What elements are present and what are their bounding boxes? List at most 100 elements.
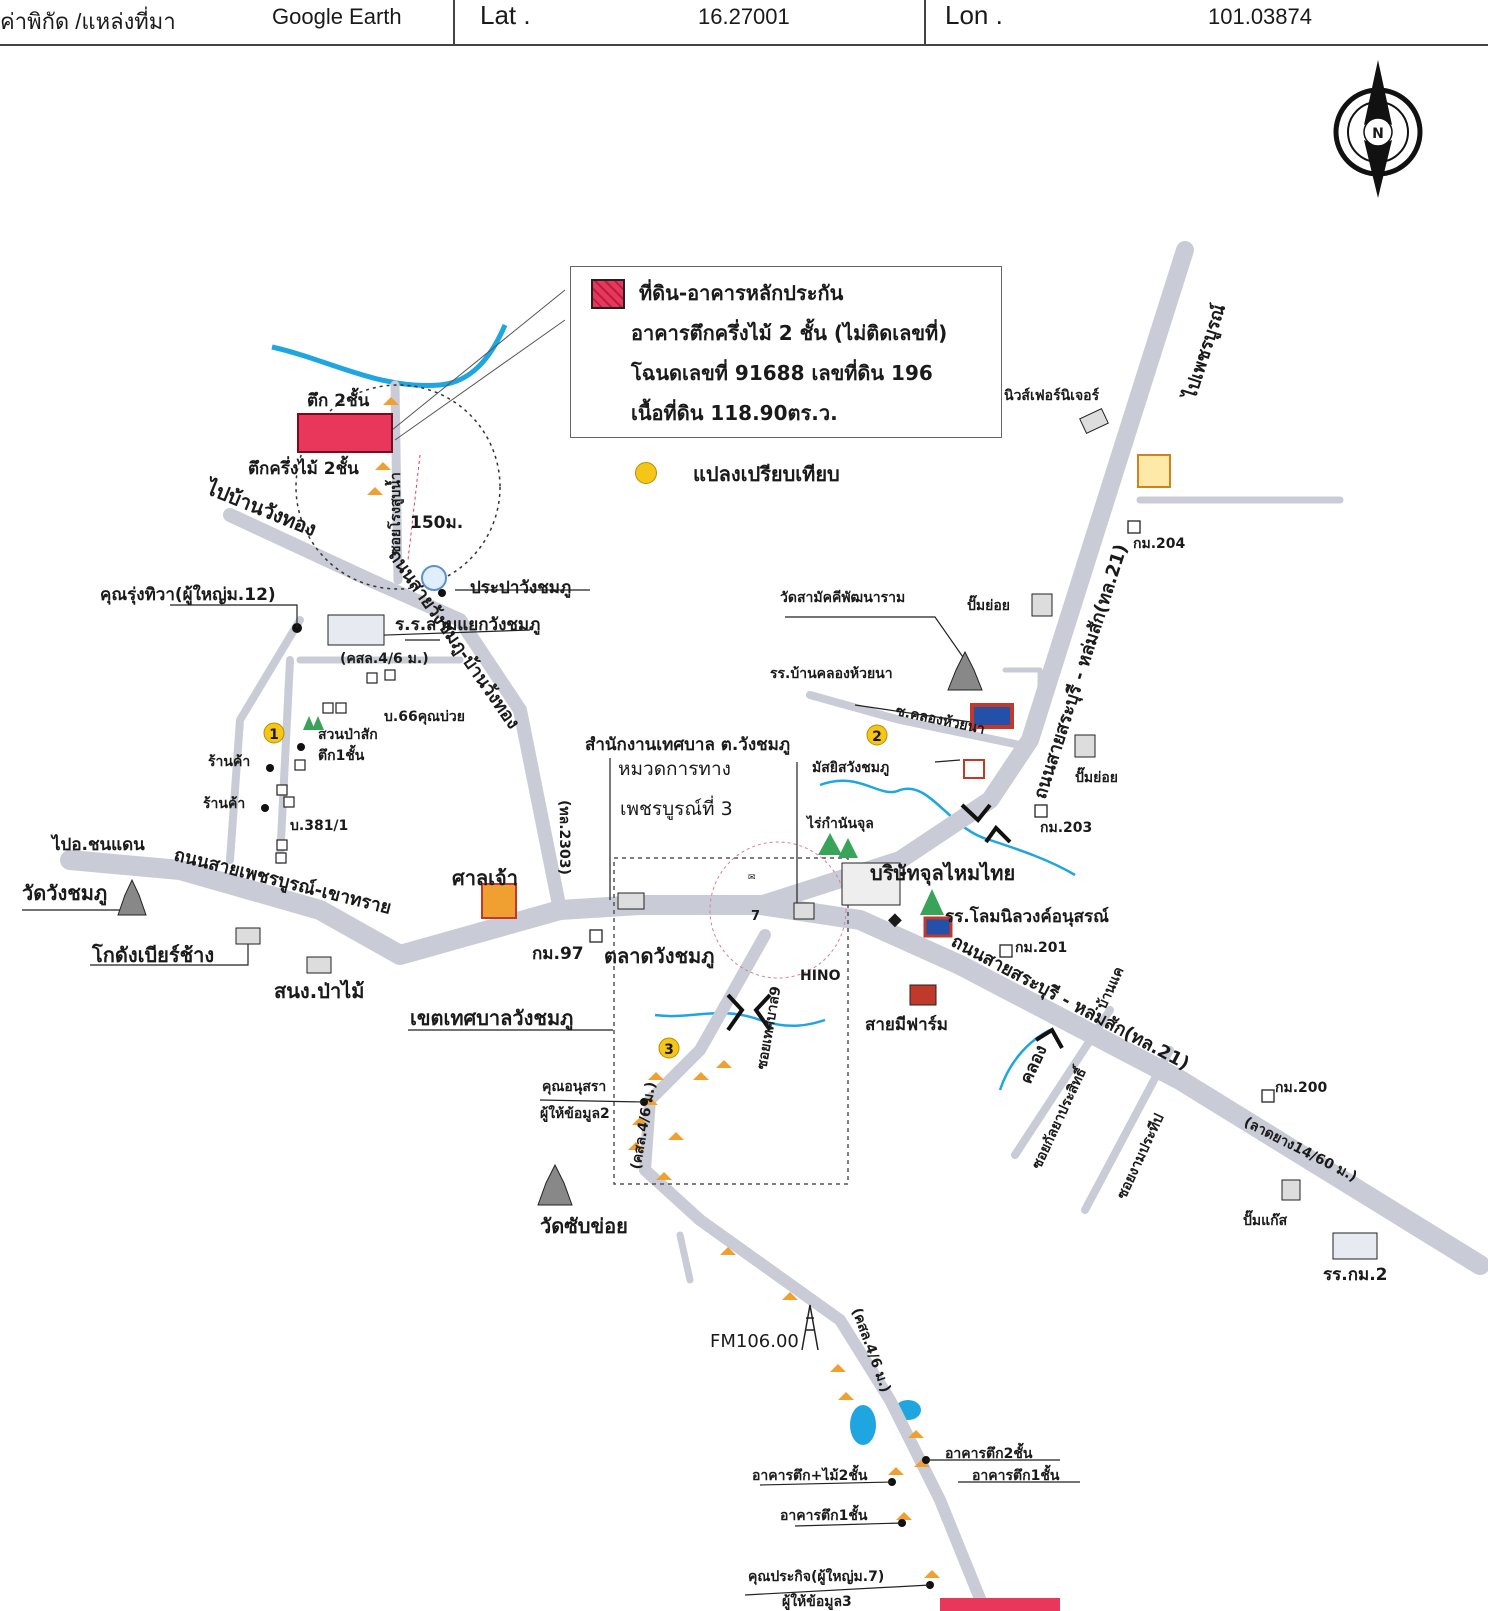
water-supply-icon: [421, 565, 447, 591]
label-talad: ตลาดวังชมภู: [604, 944, 714, 970]
label-tuk2: ตึก 2ชั้น: [307, 387, 370, 411]
label-rai: ไร่กำนันจุล: [805, 814, 874, 832]
label-thetsaban-office: สำนักงานเทศบาล ต.วังชมภู: [585, 735, 790, 756]
label-ladyang: (ลาดยาง14/60 ม.): [1241, 1114, 1359, 1185]
label-school-lom: รร.โลมนิลวงค์อนุสรณ์: [945, 906, 1109, 927]
label-ban381: บ.381/1: [290, 818, 348, 834]
label-suan: สวนป่าสัก: [318, 727, 378, 743]
flag-icon-lom: [923, 916, 953, 938]
source-value: Google Earth: [272, 4, 402, 29]
label-to-chondaen: ไปอ.ชนแดน: [50, 834, 145, 855]
comparison-marker-3: 3: [658, 1037, 680, 1059]
factory-icon: [909, 984, 937, 1006]
temple-icon-wangchomphu: [117, 878, 147, 916]
comparison-marker-1: 1: [263, 722, 285, 744]
label-prakit: คุณประกิจ(ผู้ใหญ่ม.7): [748, 1567, 884, 1585]
lat-value: 16.27001: [698, 4, 790, 29]
label-school-km2: รร.กม.2: [1323, 1265, 1388, 1285]
label-km97: กม.97: [532, 944, 584, 964]
mouad-icon: [793, 902, 815, 920]
road-ngam: [1081, 1046, 1174, 1214]
label-sanchao: ศาลเจ้า: [452, 866, 518, 890]
pump-icon-1: [1031, 593, 1053, 617]
label-soi-rong: ซอยโรงสูบน้ำ: [384, 472, 404, 555]
road-wangthong: [223, 508, 567, 917]
stream-east: [819, 779, 1076, 877]
collateral-swatch: [591, 279, 625, 309]
legend-line-1: อาคารตึกครึ่งไม้ 2 ชั้น (ไม่ติดเลขที่): [631, 321, 948, 345]
label-pump-gas: ปั๊มแก๊ส: [1243, 1209, 1288, 1229]
label-road-wangchomphu: ถนนสายวังชมภู-บ้านวังทอง: [383, 546, 524, 734]
km-post-icons: [589, 520, 1275, 1103]
label-150m: 150ม.: [410, 513, 463, 533]
label-school-khlong: รร.บ้านคลองห้วยนา: [770, 666, 893, 682]
bridge-icon-south: [726, 993, 772, 1032]
label-rungthiwa: คุณรุ่งทิวา(ผู้ใหญ่ม.12): [100, 584, 276, 606]
label-km204: กม.204: [1133, 536, 1186, 552]
tower-icon: [801, 1304, 819, 1351]
coordinates-header: ค่าพิกัด /แหล่งที่มา Google Earth Lat . …: [0, 0, 1488, 46]
label-soi-tet: ซอยเทศบาล9: [754, 985, 784, 1071]
label-tuk1b: อาคารตึก1ชั้น: [972, 1464, 1060, 1484]
label-tukwood: อาคารตึก+ไม้2ชั้น: [752, 1464, 868, 1484]
road-soi-rong: [390, 380, 403, 585]
label-fm: FM106.00: [710, 1331, 799, 1352]
label-km200: กม.200: [1275, 1080, 1328, 1096]
pond-1: [850, 1405, 876, 1445]
label-kasal-a: (คสล.4/6 ม.): [340, 651, 429, 667]
post-office-icon: ✉: [748, 873, 756, 883]
warehouse-icon: [235, 927, 261, 945]
furniture-icon: [1079, 408, 1109, 434]
stream-south: [654, 1011, 826, 1028]
label-wat-subkoi: วัดซับข่อย: [540, 1214, 628, 1238]
distance-line: [407, 454, 421, 561]
tree-icons: [303, 716, 944, 915]
seven-eleven-icon: 7: [751, 909, 760, 924]
label-tuk2b: อาคารตึก2ชั้น: [945, 1442, 1033, 1462]
flag-icon-khlong: [970, 703, 1014, 729]
mosque-icon: [963, 759, 985, 779]
label-school-samyaek: ร.ร.สามแยกวังชมภู: [395, 615, 540, 636]
road-south-branch: [676, 1231, 694, 1284]
thetsaban-icon: [617, 892, 645, 910]
label-banlaek: บ้านแค: [1094, 964, 1127, 1011]
label-info2: ผู้ให้ข้อมูล2: [540, 1104, 610, 1122]
legend-leader-1: [391, 289, 566, 431]
svg-text:3: 3: [664, 1042, 674, 1058]
label-tuk1c: อาคารตึก1ชั้น: [780, 1504, 868, 1524]
river-north: [271, 324, 508, 389]
legend-title: ที่ดิน-อาคารหลักประกัน: [639, 281, 844, 305]
svg-text:2: 2: [872, 729, 882, 745]
lat-label: Lat .: [480, 0, 531, 30]
label-godang: โกดังเบียร์ช้าง: [91, 943, 214, 967]
label-wat-sama: วัดสามัคคีพัฒนาราม: [780, 590, 905, 606]
road-wat-spur: [1002, 667, 1043, 693]
source-label: ค่าพิกัด /แหล่งที่มา: [0, 9, 176, 34]
svg-text:N: N: [1372, 126, 1384, 142]
label-km201: กม.201: [1015, 940, 1067, 956]
label-khlong: คลอง: [1016, 1042, 1051, 1087]
label-km203: กม.203: [1040, 820, 1092, 836]
bridge-icon-east: [960, 803, 1012, 844]
label-rankha2: ร้านค้า: [203, 796, 245, 812]
label-pump1: ปั๊มย่อย: [967, 594, 1010, 614]
label-tuk-half: ตึกครึ่งไม้ 2ชั้น: [248, 455, 359, 479]
comparison-marker-2: 2: [866, 724, 888, 746]
label-hino: HINO: [800, 968, 841, 984]
junction-circle: [709, 841, 847, 979]
label-petch3: เพชรบูรณ์ที่ 3: [620, 795, 733, 820]
label-mouad: หมวดการทาง: [618, 758, 731, 780]
road-petchaburi: [60, 850, 1488, 1275]
pj-icon: [1137, 454, 1171, 488]
school-icon-samyaek: [327, 614, 385, 646]
small-building-marks: [275, 669, 396, 864]
label-wat-wangchomphu: วัดวังชมภู: [22, 881, 107, 907]
temple-icon-sama: [947, 650, 983, 691]
lon-label: Lon .: [945, 0, 1003, 30]
label-tuk1: ตึก1ชั้น: [318, 744, 365, 764]
pump-icon-2: [1074, 734, 1096, 758]
forestry-icon: [306, 956, 332, 974]
road-local-west2: [276, 656, 294, 864]
fuel-icon: ◆: [888, 909, 902, 930]
